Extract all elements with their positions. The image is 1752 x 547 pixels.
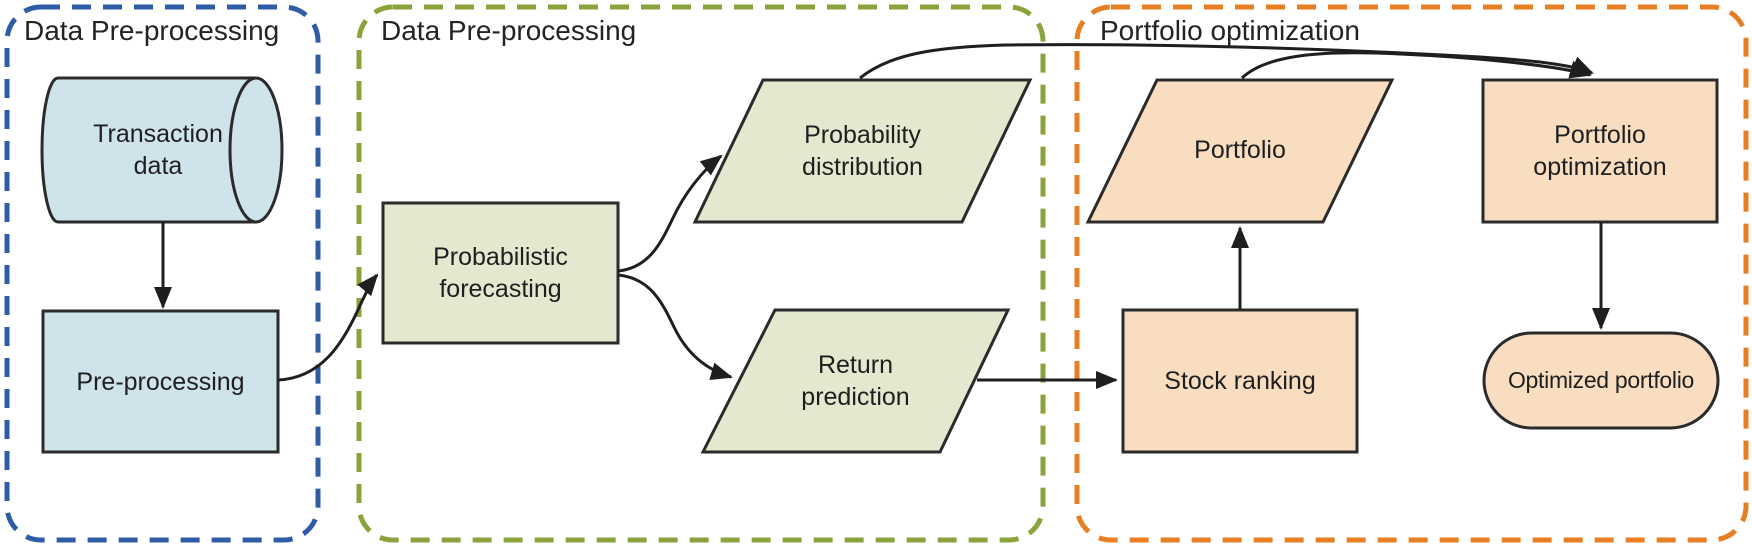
probability-distribution-label-line1: Probability — [804, 121, 921, 149]
portfolio-optimization-label: Portfolio optimization — [1483, 80, 1717, 222]
probabilistic-forecasting-label-line1: Probabilistic — [433, 243, 568, 271]
stock-ranking-label: Stock ranking — [1123, 310, 1357, 452]
section-title-portfolio-optimization: Portfolio optimization — [1100, 15, 1360, 46]
pre-processing-box — [41, 309, 280, 454]
probabilistic-forecasting-box — [381, 201, 620, 345]
probability-distribution-label: Probability distribution — [750, 95, 975, 207]
section-frame-portfolio-optimization — [1074, 4, 1749, 543]
section-frame-data-preprocessing-left — [4, 4, 321, 543]
stock-ranking-label-line1: Stock ranking — [1164, 367, 1316, 395]
arrow-preprocessing-to-forecasting — [277, 273, 379, 382]
probabilistic-forecasting-label-line2: forecasting — [439, 275, 562, 303]
portfolio-label-line1: Portfolio — [1194, 136, 1286, 164]
transaction-data-label: Transaction data — [60, 90, 256, 210]
arrow-forecasting-to-probability-distribution — [617, 154, 723, 273]
pre-processing-label: Pre-processing — [43, 311, 278, 452]
return-prediction-label-line2: prediction — [801, 383, 910, 411]
probability-distribution-label-line2: distribution — [802, 153, 923, 181]
stock-ranking-box — [1121, 308, 1359, 454]
portfolio-optimization-label-line1: Portfolio — [1554, 121, 1646, 149]
arrow-forecasting-to-return-prediction — [617, 273, 733, 380]
return-prediction-parallelogram — [700, 308, 1011, 454]
optimized-portfolio-stadium — [1482, 331, 1720, 430]
section-title-data-preprocessing-middle: Data Pre-processing — [381, 15, 637, 46]
pre-processing-label-line1: Pre-processing — [76, 367, 245, 396]
arrow-portfolio-to-portfolio-optimization — [1240, 51, 1592, 80]
section-title-data-preprocessing-left: Data Pre-processing — [24, 15, 280, 46]
portfolio-optimization-box — [1481, 78, 1719, 224]
portfolio-optimization-label-line2: optimization — [1533, 153, 1667, 181]
transaction-data-label-line2: data — [133, 152, 183, 180]
probabilistic-forecasting-label: Probabilistic forecasting — [383, 203, 618, 343]
cylinder-end-cap-arc — [228, 76, 257, 224]
return-prediction-label: Return prediction — [748, 325, 963, 437]
optimized-portfolio-label: Optimized portfolio — [1484, 333, 1718, 428]
arrow-probability-distribution-to-portfolio-optimization — [859, 43, 1594, 80]
portfolio-parallelogram — [1085, 78, 1395, 224]
transaction-data-label-line1: Transaction — [93, 120, 223, 148]
optimized-portfolio-label-line1: Optimized portfolio — [1507, 366, 1695, 393]
portfolio-label: Portfolio — [1130, 118, 1350, 182]
return-prediction-label-line1: Return — [817, 351, 894, 379]
